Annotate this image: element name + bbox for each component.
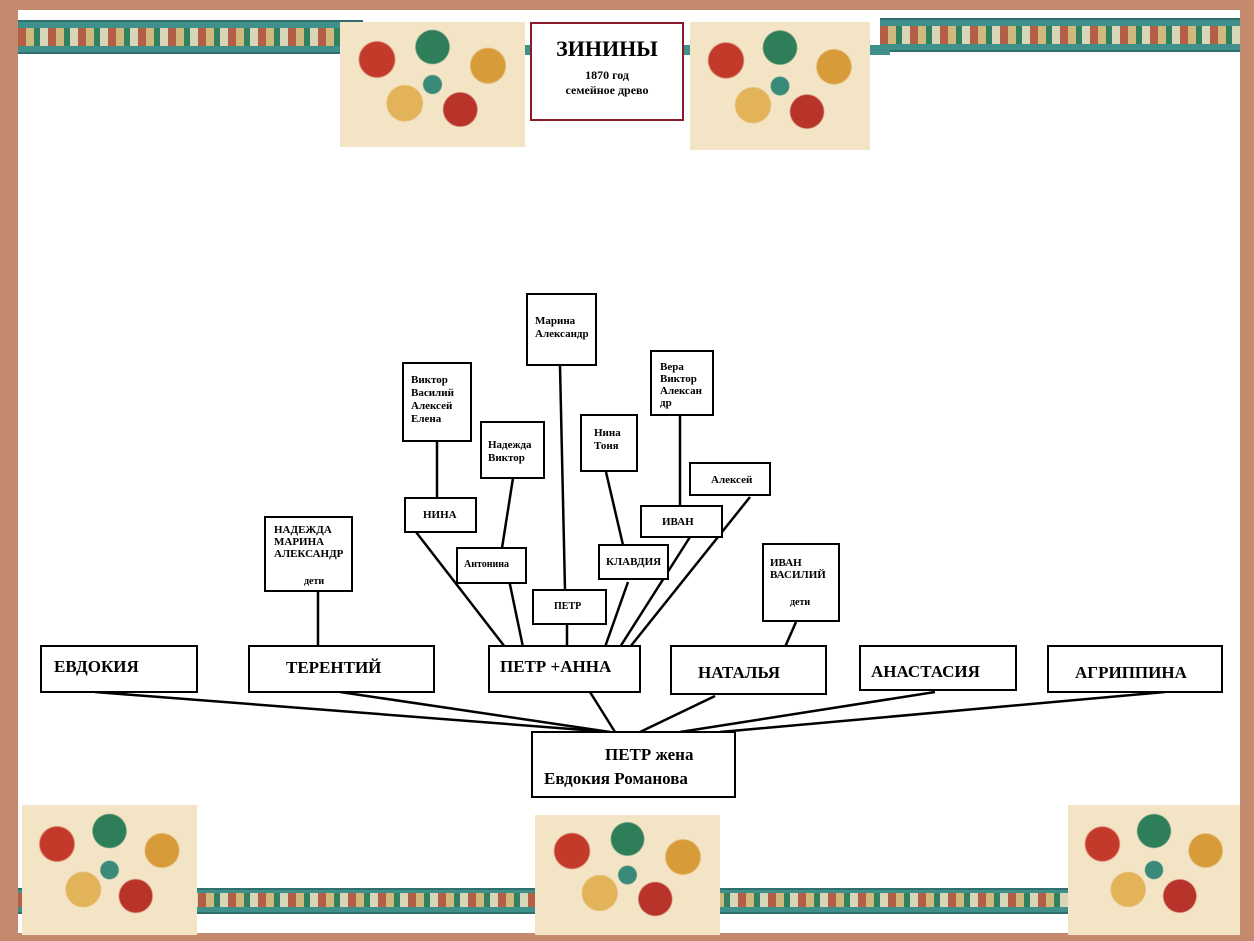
grandchild-box-petr: ПЕТР [532,589,607,625]
root-line-1: ПЕТР жена [605,745,694,764]
child-label-terentiy: ТЕРЕНТИЙ [286,658,382,677]
grandchild-box-klavdiya: КЛАВДИЯ [598,544,669,580]
frame-bottom [0,933,1254,941]
child-box-agrippina: АГРИППИНА [1047,645,1223,693]
antonina-child-1: Надежда [488,439,532,451]
family-surname: ЗИНИНЫ [556,36,658,61]
natalya-children-box: ИВАН ВАСИЛИЙ дети [762,543,840,622]
terentiy-child-3: АЛЕКСАНДР [274,548,344,560]
child-label-agrippina: АГРИППИНА [1075,663,1187,682]
child-box-terentiy: ТЕРЕНТИЙ [248,645,435,693]
terentiy-child-1: НАДЕЖДА [274,524,332,536]
grandchild-box-antonina: Антонина [456,547,527,584]
grandchild-box-aleksey: Алексей [689,462,771,496]
ornament-top-right [690,22,870,150]
ornament-bottom-left [22,805,197,935]
nina-child-1: Виктор [411,374,448,386]
grandchild-box-ivan: ИВАН [640,505,723,538]
ornament-band-top-right [880,18,1240,52]
petr-children-box: Марина Александр [526,293,597,366]
grandchild-box-nina: НИНА [404,497,477,533]
terentiy-child-2: МАРИНА [274,536,325,548]
grandchild-label-antonina: Антонина [464,559,510,570]
grandchild-label-klavdiya: КЛАВДИЯ [606,556,662,568]
child-label-petr-anna: ПЕТР +АННА [500,657,612,676]
klavdiya-children-box: Нина Тоня [580,414,638,472]
child-label-anastasiya: АНАСТАСИЯ [871,662,980,681]
nina-child-2: Василий [411,387,454,399]
petr-child-1: Марина [535,315,576,327]
ornament-bottom-center [535,815,720,935]
antonina-child-2: Виктор [488,452,525,464]
ornament-top-left [340,22,525,147]
ivan-child-3: Алексан [660,385,702,397]
nina-child-3: Алексей [411,400,453,412]
ivan-child-2: Виктор [660,373,697,385]
title-year: 1870 год [585,68,629,82]
root-box: ПЕТР жена Евдокия Романова [531,731,736,798]
antonina-children-box: Надежда Виктор [480,421,545,479]
title-box: ЗИНИНЫ 1870 год семейное древо [530,22,684,121]
frame-left [0,0,18,941]
terentiy-children-box: НАДЕЖДА МАРИНА АЛЕКСАНДР дети [264,516,353,592]
ivan-children-box: Вера Виктор Алексан др [650,350,714,416]
klavdiya-child-2: Тоня [594,440,619,452]
title-subtitle: семейное древо [565,83,649,97]
child-label-evdokiya: ЕВДОКИЯ [54,657,139,676]
child-label-natalya: НАТАЛЬЯ [698,663,781,682]
petr-child-2: Александр [535,328,589,340]
root-line-2: Евдокия Романова [544,769,688,788]
ivan-child-1: Вера [660,361,684,373]
child-box-anastasiya: АНАСТАСИЯ [859,645,1017,691]
nina-children-box: Виктор Василий Алексей Елена [402,362,472,442]
ornament-band-top-left [18,20,363,54]
nina-child-4: Елена [411,413,442,425]
ornament-bottom-right [1068,805,1240,935]
grandchild-label-aleksey: Алексей [711,474,753,486]
grandchild-label-petr: ПЕТР [554,601,582,612]
grandchild-label-ivan: ИВАН [662,516,694,528]
ivan-child-4: др [660,397,672,409]
child-box-natalya: НАТАЛЬЯ [670,645,827,695]
frame-top [0,0,1254,10]
natalya-children-caption: дети [790,597,811,608]
frame-right [1240,0,1254,941]
terentiy-children-caption: дети [304,576,325,587]
grandchild-label-nina: НИНА [423,509,457,521]
natalya-child-1: ИВАН [770,557,802,569]
klavdiya-child-1: Нина [594,427,621,439]
child-box-petr-anna: ПЕТР +АННА [488,645,641,693]
natalya-child-2: ВАСИЛИЙ [770,569,826,581]
child-box-evdokiya: ЕВДОКИЯ [40,645,198,693]
